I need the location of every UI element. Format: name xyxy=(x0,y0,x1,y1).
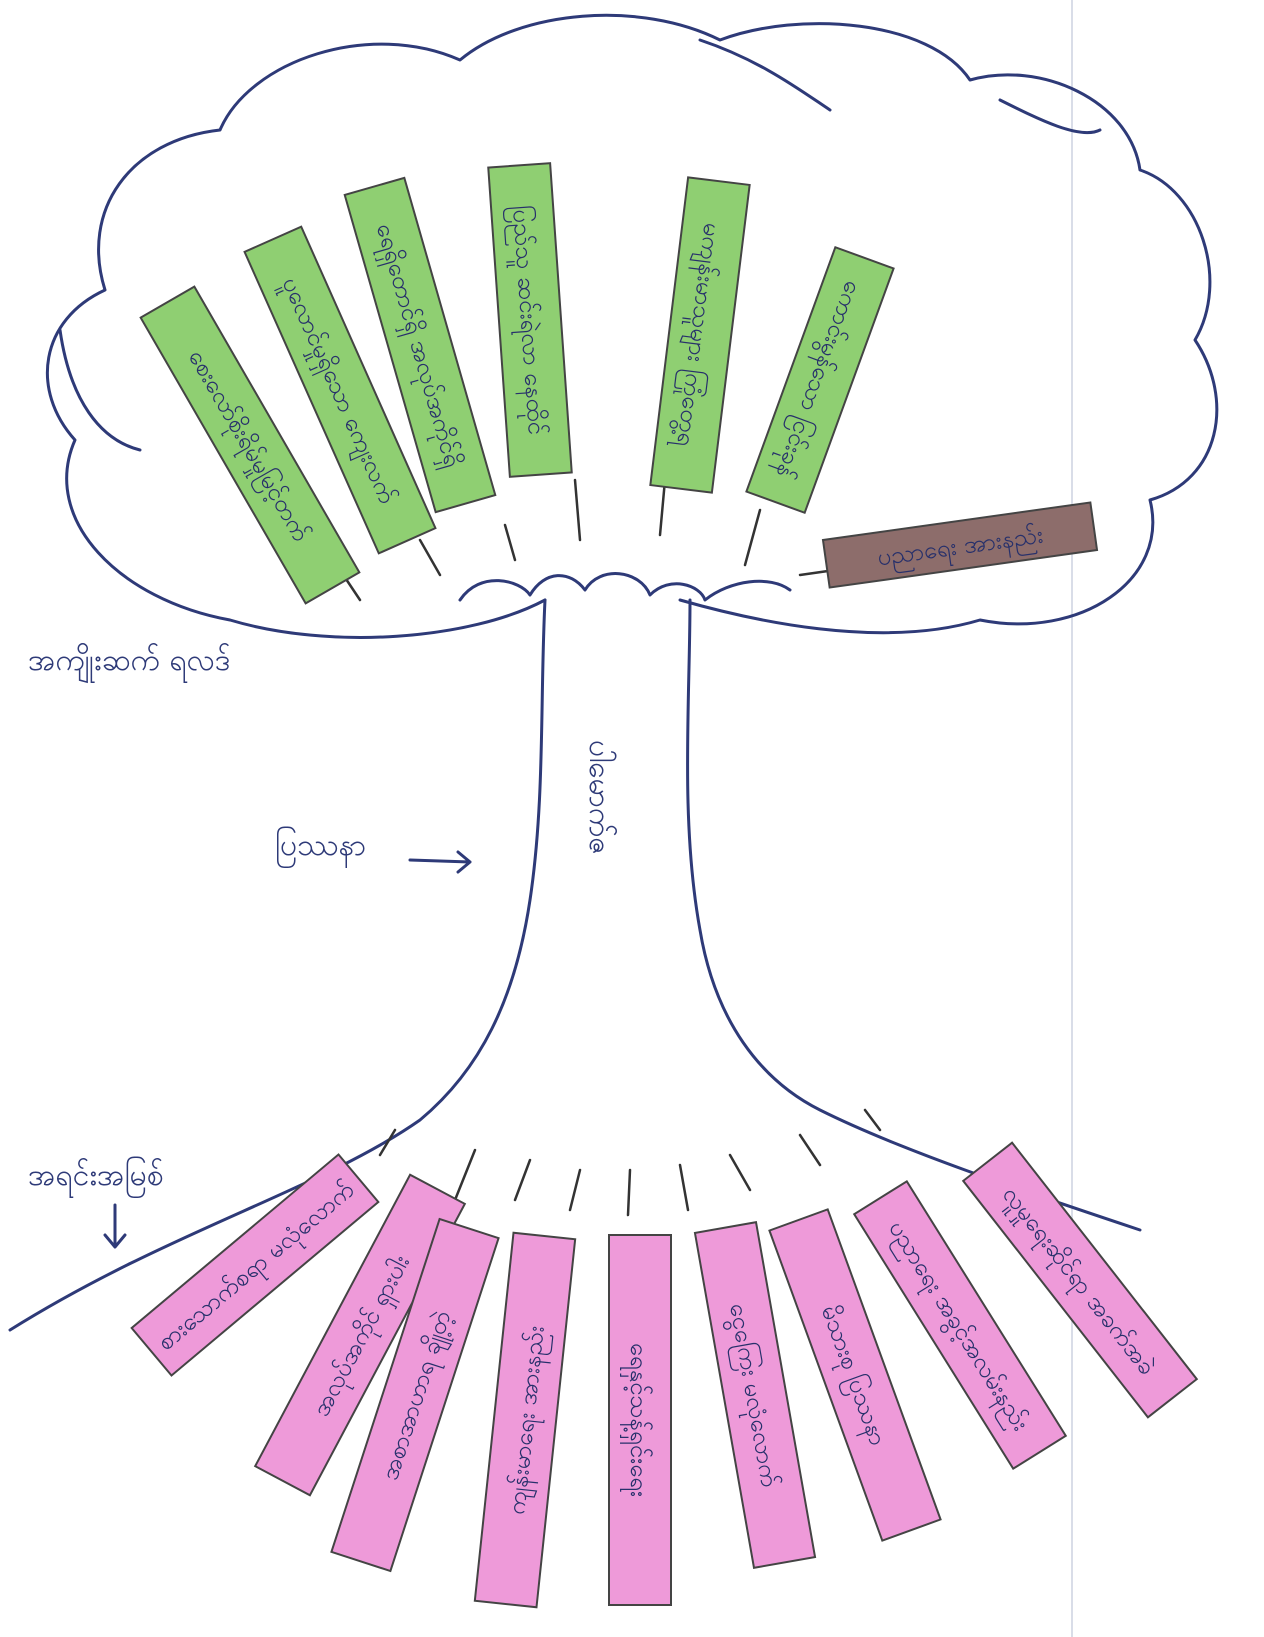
branch-strip-box xyxy=(745,245,895,515)
root-strip-box xyxy=(473,1231,577,1609)
branch-strip-box xyxy=(243,225,437,555)
root-strip-box xyxy=(330,1217,500,1573)
root-stems xyxy=(378,1108,882,1217)
branch-strip: ပြည်သူ ဆင်းရဲလာ နေထိုင် xyxy=(487,162,573,478)
canopy-outline xyxy=(45,13,1219,639)
root-strip-box xyxy=(130,1153,380,1377)
branch-strip-box xyxy=(343,176,497,514)
branch-strip: မကျန်းမာသူများ ကြုံတွေ့ရ xyxy=(649,176,751,494)
branch-strip-text: စေးလော်စိုးရိမ်မှုမြင့်တက် xyxy=(178,344,317,549)
trunk-arrow-icon xyxy=(408,850,472,874)
canopy-curl xyxy=(698,38,832,112)
branch-strip-box xyxy=(139,285,361,605)
root-strip-box xyxy=(768,1208,942,1542)
root-strip-box xyxy=(852,1179,1068,1471)
branch-strip: ကောင်းမွန်သော ငြင်းခုန် xyxy=(745,245,895,515)
root-strip: ကျန်းမာရေး အားနည်း xyxy=(473,1231,577,1609)
root-strip-box xyxy=(961,1141,1199,1419)
canopy-curl xyxy=(58,328,142,452)
root-strip: ရေနှင့်သန့်ရှင်းရေး xyxy=(608,1234,672,1606)
branch-strip: ပညာရေး အားနည်း xyxy=(821,501,1099,589)
branch-strip-box xyxy=(821,501,1099,589)
branches-label: အကျိုးဆက် ရလဒ် xyxy=(28,643,230,684)
branch-strip-box xyxy=(487,162,573,478)
problem-label: ပါမောက်ဇ xyxy=(582,740,618,855)
root-strip-text: လူမှုရေးဆိုင်ရာ အခက်အခဲ xyxy=(993,1180,1162,1383)
branch-strip-box xyxy=(649,176,751,494)
root-strip-box xyxy=(608,1234,672,1606)
root-strips: စားသောက်စရာ မလုံလောက်အလုပ်အကိုင် ရှားပါး… xyxy=(130,1141,1199,1609)
roots-label: အရင်းအမြစ် xyxy=(28,1156,164,1199)
trunk-left xyxy=(8,598,547,1332)
root-strip: ငွေကြေး မလုံလောက် xyxy=(693,1221,817,1569)
root-strip-box xyxy=(693,1221,817,1569)
root-strip-box xyxy=(253,1173,467,1497)
branch-bumps xyxy=(458,572,792,602)
canopy-curl xyxy=(998,98,1102,135)
trunk-label: ပြဿနာ xyxy=(275,826,366,869)
down-arrow-icon xyxy=(103,1203,127,1249)
branch-strips: စေးလော်စိုးရိမ်မှုမြင့်တက်ပူလောင်မှုရှိသ… xyxy=(139,162,1099,605)
root-strip-text: ပညာရေး အခွင့်အလမ်းနည်း xyxy=(878,1215,1036,1439)
